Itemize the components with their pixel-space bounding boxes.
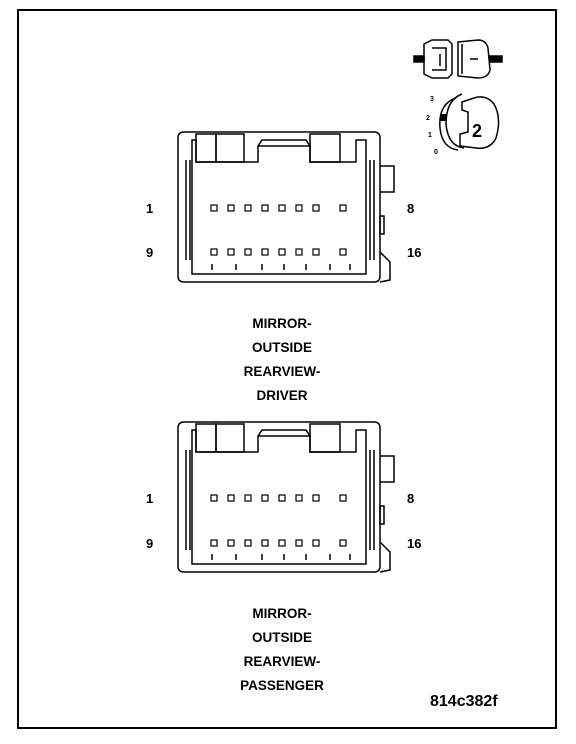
driver-pin-label-9: 9 xyxy=(146,245,154,260)
passenger-pin-label-16: 16 xyxy=(407,536,422,551)
position-label-0: 0 xyxy=(434,149,438,156)
passenger-pin-label-1: 1 xyxy=(146,491,154,506)
position-number: 2 xyxy=(472,121,482,141)
caption-line: DRIVER xyxy=(256,388,308,403)
caption-line: REARVIEW- xyxy=(243,654,321,669)
caption-line: MIRROR- xyxy=(252,316,312,331)
position-label-3: 3 xyxy=(430,96,434,103)
caption-line: MIRROR- xyxy=(252,606,312,621)
driver-connector-caption: MIRROR- OUTSIDE REARVIEW- DRIVER xyxy=(150,312,414,408)
caption-line: PASSENGER xyxy=(240,678,324,693)
driver-pin-label-8: 8 xyxy=(407,201,415,216)
position-label-2: 2 xyxy=(426,115,430,122)
connector-side-view-icon xyxy=(413,39,503,79)
caption-line: REARVIEW- xyxy=(243,364,321,379)
driver-pin-label-16: 16 xyxy=(407,245,422,260)
caption-line: OUTSIDE xyxy=(251,630,312,645)
position-indicator-icon xyxy=(439,93,500,151)
connector-passenger-top-row-cavities xyxy=(210,494,347,502)
page-border xyxy=(17,9,557,729)
passenger-pin-label-8: 8 xyxy=(407,491,415,506)
connector-driver-top-row-cavities xyxy=(210,204,347,212)
connector-passenger-bottom-row-cavities xyxy=(210,539,347,547)
connector-driver-bottom-row-cavities xyxy=(210,248,347,256)
connector-driver-housing xyxy=(177,131,395,283)
passenger-pin-label-9: 9 xyxy=(146,536,154,551)
position-label-1: 1 xyxy=(428,132,432,139)
passenger-connector-caption: MIRROR- OUTSIDE REARVIEW- PASSENGER xyxy=(150,602,414,698)
figure-id: 814c382f xyxy=(430,693,498,710)
connector-passenger-housing xyxy=(177,421,395,573)
caption-line: OUTSIDE xyxy=(251,340,312,355)
driver-pin-label-1: 1 xyxy=(146,201,154,216)
